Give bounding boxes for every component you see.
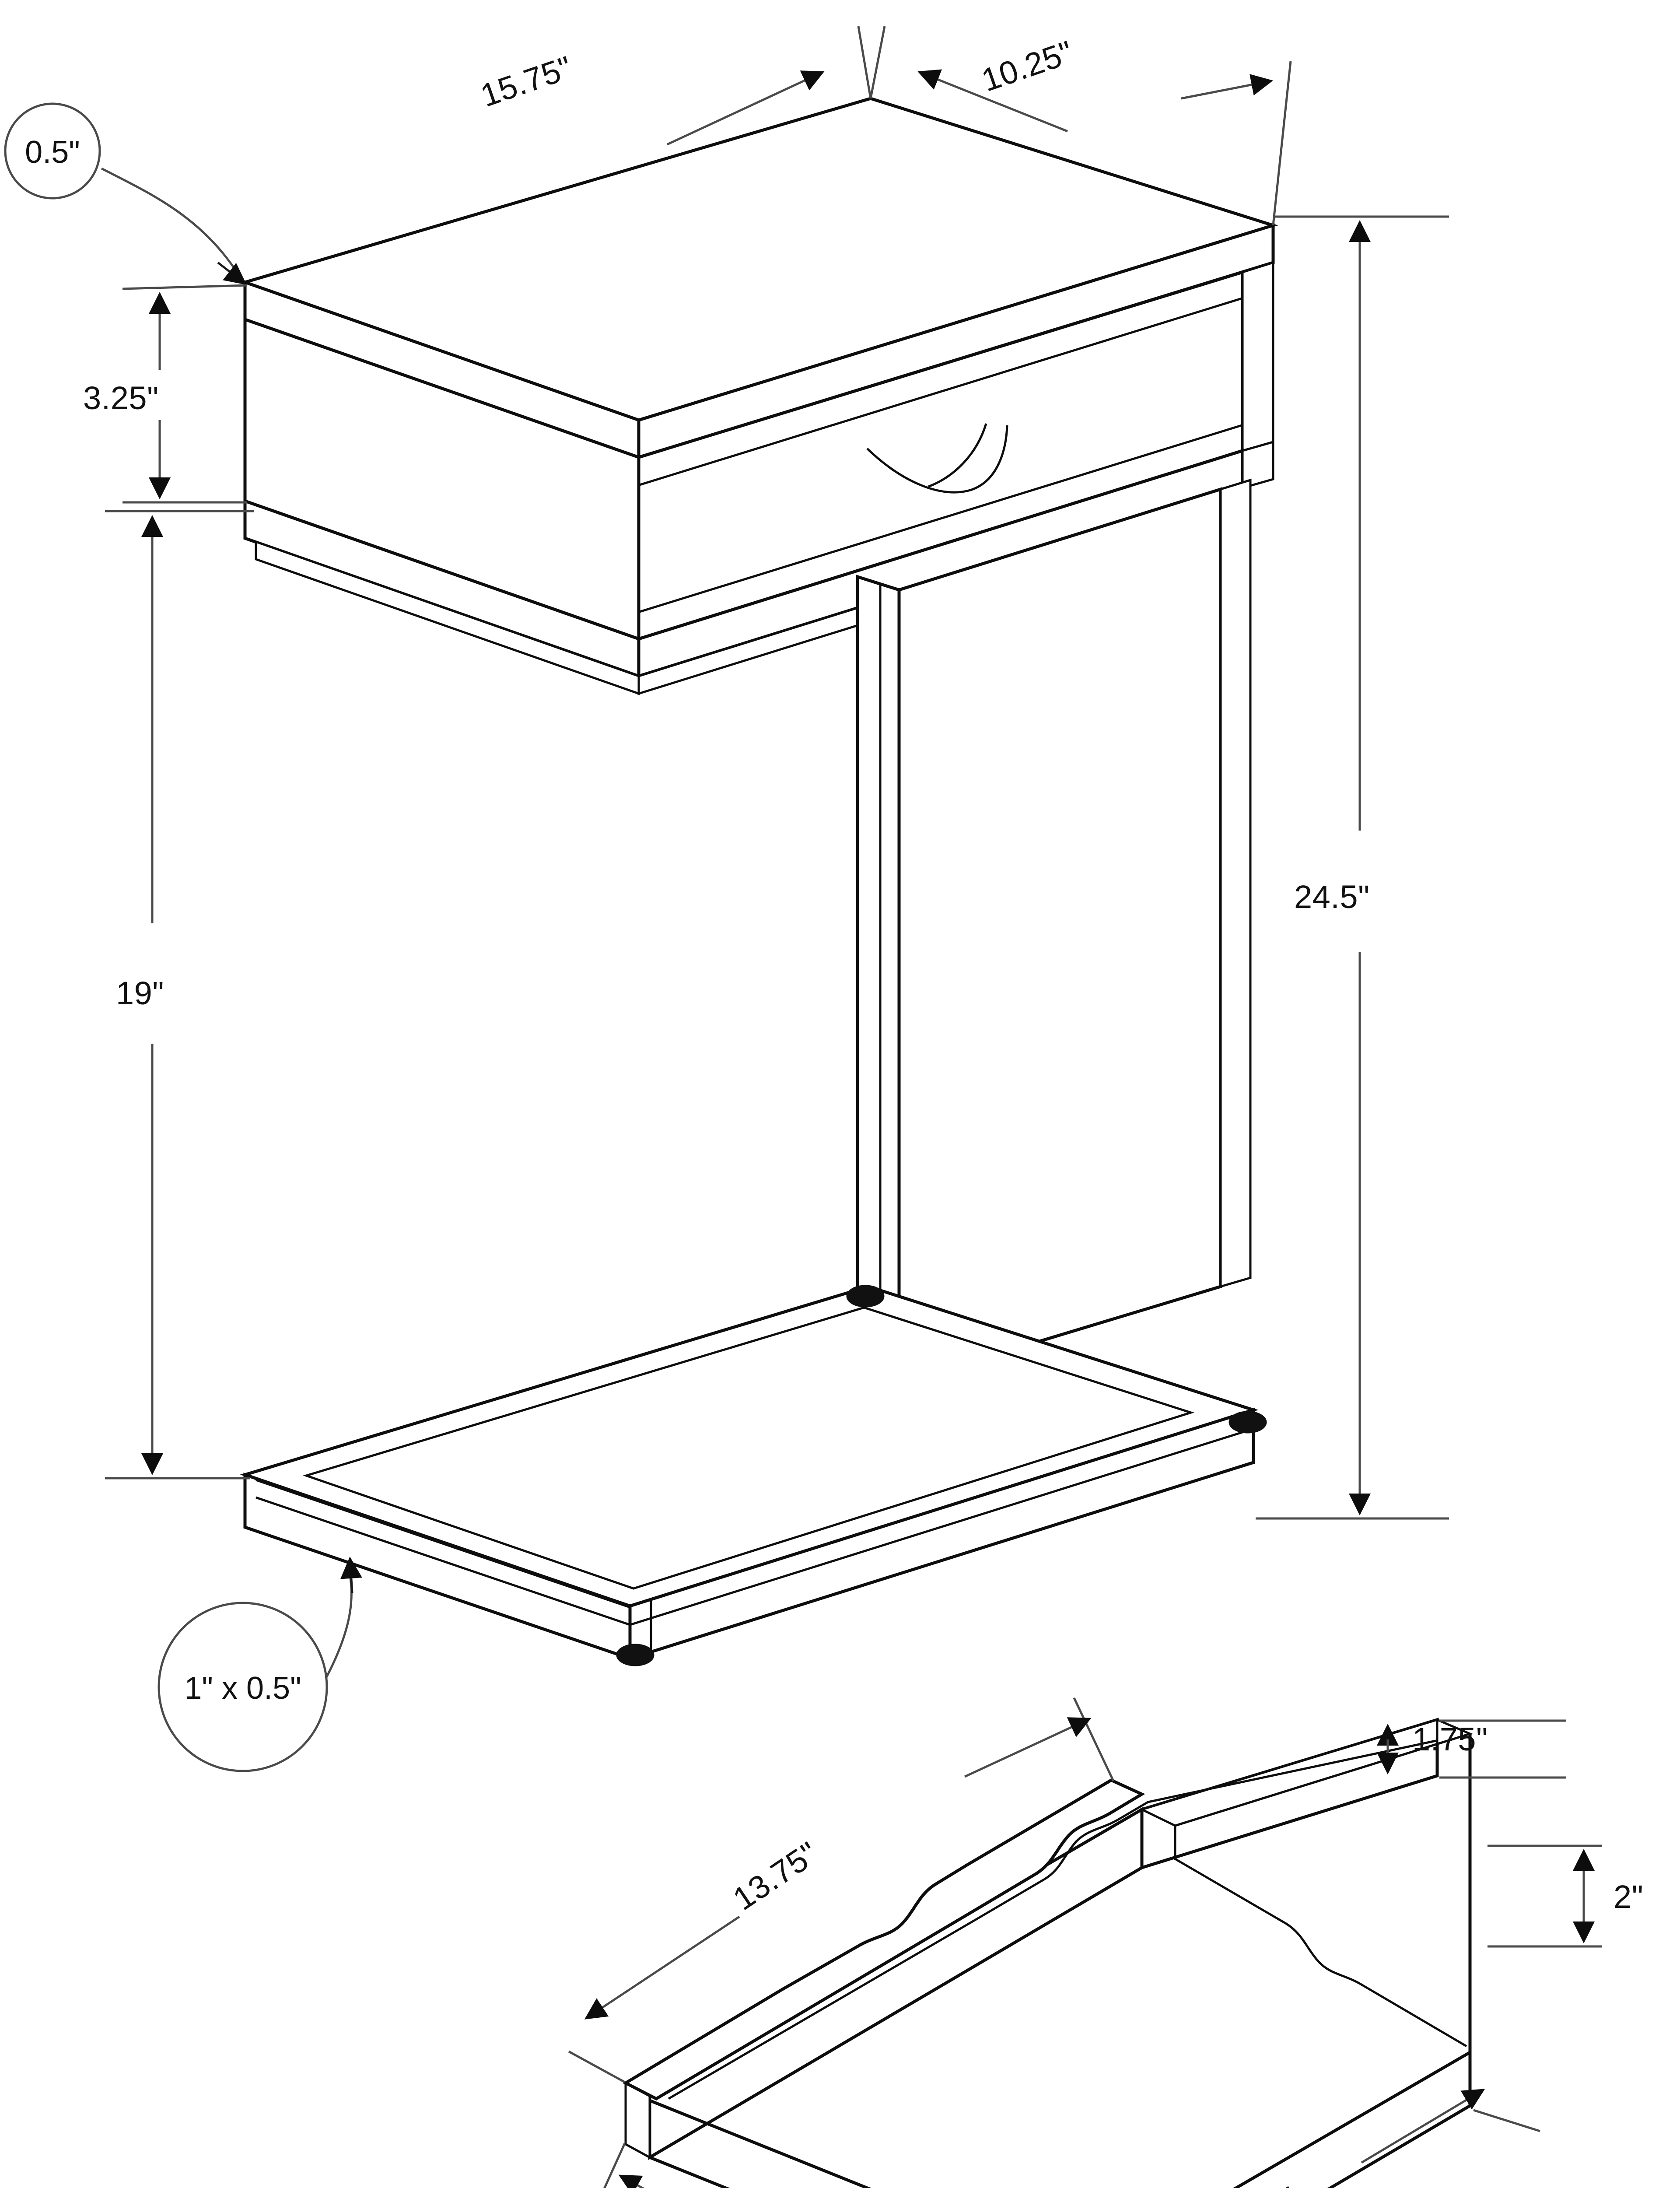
- dimension-drawer-outer-width: 14.75": [1205, 2089, 1540, 2188]
- dim-13-75-label: 13.75": [727, 1835, 825, 1918]
- dim-10-25-leader: [917, 69, 1068, 133]
- column-front-face: [856, 575, 901, 1386]
- dim-24-5-label: 24.5": [1294, 879, 1370, 915]
- dim-3-25-ext-top: [122, 284, 248, 290]
- callout-rail-label: 1" x 0.5": [184, 1671, 301, 1706]
- dimension-clearance-height: 19": [105, 510, 254, 1480]
- base-flange-left-2: [256, 1496, 630, 1626]
- drawer-handle-scoop: [866, 425, 1008, 494]
- dim-13-75-line-right: [964, 1717, 1092, 1778]
- dim-1-75-label: 1.75": [1412, 1721, 1488, 1757]
- c-table-assembly: [240, 97, 1278, 1666]
- dim-9-25-ext-left: [603, 2142, 626, 2188]
- dim-9-25-line-left: [618, 2174, 645, 2188]
- dimension-drawer-inner-depth: 9.25": [603, 2142, 645, 2188]
- dim-13-75-ext-left: [568, 2050, 626, 2083]
- callout-base-rail: 1" x 0.5": [158, 1557, 362, 1772]
- dimension-drawer-face-height: 3.25": [83, 284, 248, 504]
- dim-14-75-label: 14.75": [1205, 2179, 1305, 2188]
- foot-glide-rear: [846, 1285, 885, 1308]
- dim-3-25-label: 3.25": [83, 380, 159, 416]
- dim-10-25-extension: [869, 26, 886, 99]
- drawer-interior-floor: [668, 1739, 1436, 2100]
- base-inner-recess: [302, 1306, 1195, 1590]
- dim-10-25-label: 10.25": [977, 34, 1078, 98]
- base-flange-right: [630, 1428, 1253, 1626]
- dimension-overall-height: 24.5": [1256, 215, 1449, 1520]
- dimension-drawer-side-front: 1.75": [1377, 1719, 1566, 1779]
- drawer-front-bottom-reveal: [639, 424, 1242, 613]
- apron-right-post: [1241, 440, 1274, 490]
- drawer-right-inner-wall: [1175, 1732, 1470, 1827]
- carcass-right-post: [1241, 261, 1274, 452]
- dim-2-label: 2": [1614, 1879, 1643, 1915]
- callout-rail-leader: [325, 1575, 353, 1679]
- callout-top-thickness: 0.5": [4, 102, 247, 285]
- dim-15-75-label: 15.75": [476, 49, 577, 114]
- dim-13-75-line-left: [584, 1915, 740, 2020]
- drawer-back-left-wall: [622, 1778, 1145, 2100]
- dim-14-75-ext-right: [1473, 2109, 1540, 2132]
- foot-glide-right: [1228, 1411, 1267, 1434]
- dim-15-75-leader: [666, 70, 825, 146]
- callout-balloon-leader: [101, 167, 245, 283]
- dim-15-75-extension: [857, 26, 872, 99]
- drawer-interior-scallop-right: [1174, 1858, 1467, 2048]
- drawer-front-outer-face-top: [649, 2051, 1471, 2188]
- drawer-bottom-front-edge: [649, 2156, 730, 2188]
- callout-rail-arrow: [340, 1557, 362, 1593]
- drawer-box: [622, 1718, 1474, 2188]
- dim-13-75-ext-right: [1073, 1697, 1115, 1782]
- dimension-drawer-side-back: 2": [1488, 1844, 1643, 1948]
- drawer-front-top-reveal: [639, 297, 1242, 486]
- column-right-face: [897, 487, 1222, 1386]
- dim-10-25-leader-right: [1181, 74, 1273, 100]
- callout-balloon-circle: [4, 102, 101, 200]
- callout-balloon-label: 0.5": [25, 135, 80, 170]
- base-flange-left: [256, 1479, 630, 1609]
- dim-14-75-line-right: [1361, 2089, 1485, 2164]
- base-right-edge: [628, 1408, 1255, 1661]
- column-right-edge: [1219, 478, 1252, 1288]
- drawer-bottom-front-edge-2: [1327, 2104, 1471, 2188]
- callout-rail-circle: [158, 1602, 328, 1772]
- dim-19-label: 19": [116, 975, 164, 1011]
- drawer-handle-scoop-inner: [928, 423, 987, 488]
- foot-glide-front: [616, 1644, 654, 1666]
- dim-10-25-extension-right: [1272, 61, 1292, 226]
- callout-balloon-arrow: [217, 262, 247, 285]
